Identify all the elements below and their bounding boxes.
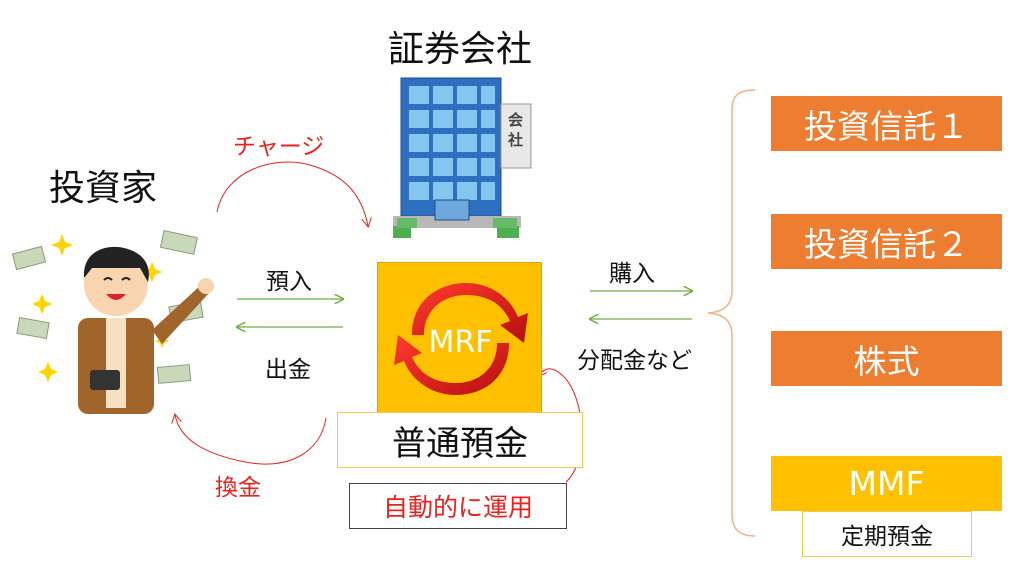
securities-company-label: 証券会社: [388, 29, 533, 70]
distributions-label: 分配金など: [577, 348, 692, 374]
building-icon: [393, 77, 532, 238]
product-investment-trust-1: 投資信託１: [771, 96, 1002, 151]
product-mmf: MMF: [771, 456, 1002, 511]
product-stocks: 株式: [771, 331, 1002, 386]
product-investment-trust-2: 投資信託２: [771, 214, 1002, 269]
products-bracket: [707, 89, 756, 537]
charge-curve: [216, 161, 368, 226]
purchase-label: 購入: [609, 261, 655, 287]
convert-curve: [175, 415, 327, 465]
building-sign-char-2: 社: [508, 131, 524, 149]
building-sign-char-1: 会: [508, 111, 524, 129]
cycle-arrows-icon: [394, 283, 528, 395]
mrf-box: MRF: [377, 262, 542, 414]
mrf-label: MRF: [428, 325, 493, 360]
ordinary-savings-box: 普通預金: [337, 412, 583, 468]
investor-icon: [12, 230, 214, 414]
convert-label: 換金: [215, 475, 261, 501]
auto-operation-box: 自動的に運用: [349, 483, 567, 529]
deposit-label: 預入: [266, 269, 312, 295]
time-deposit-box: 定期預金: [802, 511, 972, 557]
withdraw-label: 出金: [265, 357, 311, 383]
investor-label: 投資家: [49, 168, 158, 209]
charge-label: チャージ: [233, 134, 325, 160]
